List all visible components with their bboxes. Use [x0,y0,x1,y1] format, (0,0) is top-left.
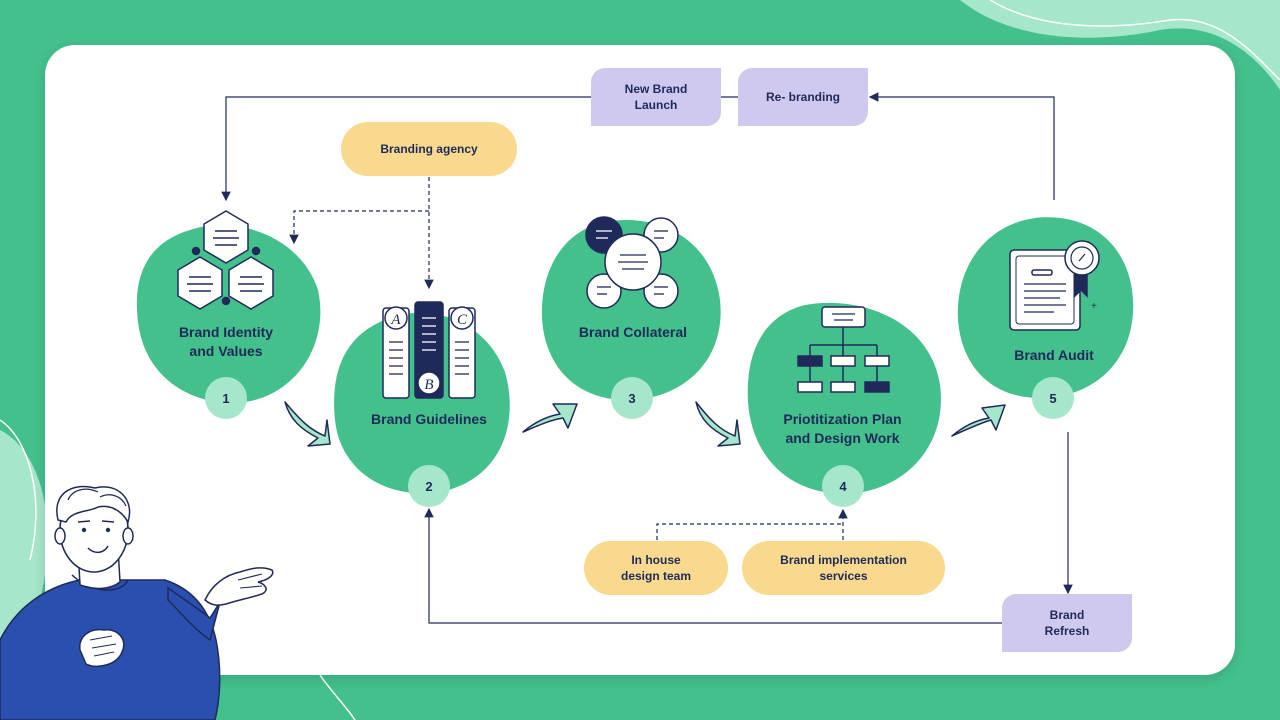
step-5-label: Brand Audit [1014,347,1094,363]
step-2-number: 2 [408,465,450,507]
arrow-4-to-5 [951,404,1006,437]
bubble-network-icon [585,216,679,309]
step-4-number: 4 [822,465,864,507]
step-3-label: Brand Collateral [578,324,688,340]
connector-refresh-to-step2 [424,507,1002,624]
connector-step5-to-rebranding [868,92,1055,200]
certificate-icon: + [1009,240,1100,331]
step-4-blob [747,302,941,494]
brand-refresh-tag: Brand Refresh [1002,594,1132,652]
in-house-design-team-tag: In house design team [584,541,728,595]
svg-text:+: + [1091,301,1097,312]
branding-agency-tag: Branding agency [341,122,517,176]
step-5-number: 5 [1032,377,1074,419]
step-2-label: Brand Guidelines [371,411,487,427]
step-1-label: Brand Identity and Values [178,324,274,359]
brand-implementation-services-tag: Brand implementation services [742,541,945,595]
step-4-label: Priotitization Plan and Design Work [783,411,902,446]
svg-text:A: A [390,312,401,328]
hexagon-cluster-icon [177,210,274,310]
connector-inhouse-to-step4 [656,523,843,540]
new-brand-launch-tag: New Brand Launch [591,68,721,126]
re-branding-tag: Re- branding [738,68,868,126]
step-3-blob [541,220,721,401]
step-1-number: 1 [205,377,247,419]
connector-agency-to-step1 [289,210,429,245]
step-3-number: 3 [611,377,653,419]
arrow-3-to-4 [695,401,741,447]
book-abc-icon: A B C [382,301,476,399]
connector-launch-to-step1 [221,96,592,202]
svg-text:C: C [457,312,468,328]
org-chart-icon [797,306,890,393]
svg-text:B: B [424,377,433,393]
arrow-2-to-3 [522,403,578,433]
presenter-illustration [0,485,274,720]
arrow-1-to-2 [284,401,331,447]
